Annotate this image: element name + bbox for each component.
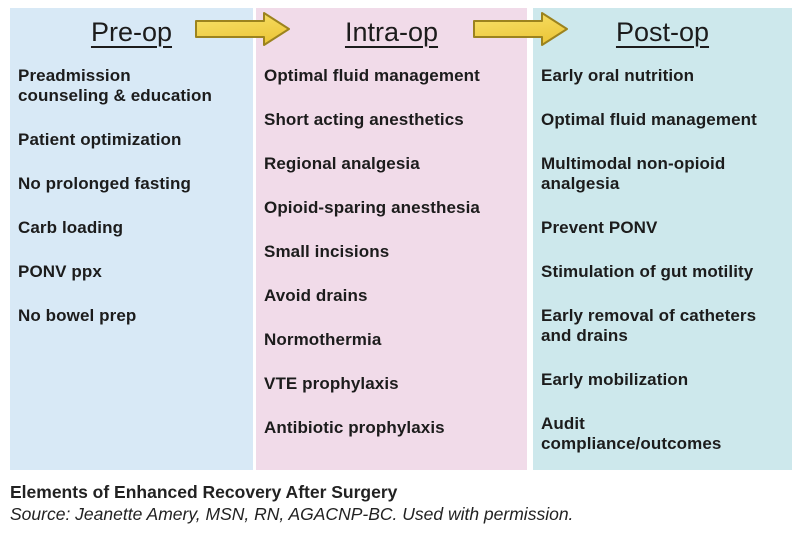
post-op-item: Prevent PONV xyxy=(541,218,658,237)
right-arrow-icon xyxy=(195,12,290,46)
pre-op-item: Patient optimization xyxy=(18,130,182,149)
column-pre-op: Pre-op Preadmission counseling & educati… xyxy=(10,8,253,470)
right-arrow-icon xyxy=(473,12,568,46)
column-header-pre-op: Pre-op xyxy=(90,17,173,47)
pre-op-item: No bowel prep xyxy=(18,306,137,325)
intra-op-item: Avoid drains xyxy=(264,286,368,305)
pre-op-item: No prolonged fasting xyxy=(18,174,191,193)
column-post-op: Post-op Early oral nutrition Optimal flu… xyxy=(533,8,792,470)
pre-op-item: Preadmission counseling & education xyxy=(18,66,212,105)
post-op-item: Stimulation of gut motility xyxy=(541,262,754,281)
intra-op-item: Short acting anesthetics xyxy=(264,110,464,129)
intra-op-item: Small incisions xyxy=(264,242,390,261)
pre-op-item: PONV ppx xyxy=(18,262,102,281)
intra-op-item: Optimal fluid management xyxy=(264,66,480,85)
post-op-item: Multimodal non-opioid analgesia xyxy=(541,154,726,193)
column-header-intra-op: Intra-op xyxy=(344,17,439,47)
intra-op-item: Normothermia xyxy=(264,330,382,349)
intra-op-item: Antibiotic prophylaxis xyxy=(264,418,445,437)
caption-source: Source: Jeanette Amery, MSN, RN, AGACNP-… xyxy=(10,504,574,524)
caption-title: Elements of Enhanced Recovery After Surg… xyxy=(10,482,398,502)
column-intra-op: Intra-op Optimal fluid management Short … xyxy=(256,8,527,470)
post-op-item: Early oral nutrition xyxy=(541,66,695,85)
intra-op-item: Regional analgesia xyxy=(264,154,420,173)
post-op-item: Early removal of catheters and drains xyxy=(541,306,757,345)
column-header-post-op: Post-op xyxy=(615,17,710,47)
post-op-item: Audit compliance/outcomes xyxy=(541,414,722,453)
post-op-item: Optimal fluid management xyxy=(541,110,757,129)
intra-op-item: VTE prophylaxis xyxy=(264,374,399,393)
caption: Elements of Enhanced Recovery After Surg… xyxy=(10,481,790,525)
post-op-item: Early mobilization xyxy=(541,370,689,389)
pre-op-item: Carb loading xyxy=(18,218,124,237)
intra-op-item: Opioid-sparing anesthesia xyxy=(264,198,480,217)
